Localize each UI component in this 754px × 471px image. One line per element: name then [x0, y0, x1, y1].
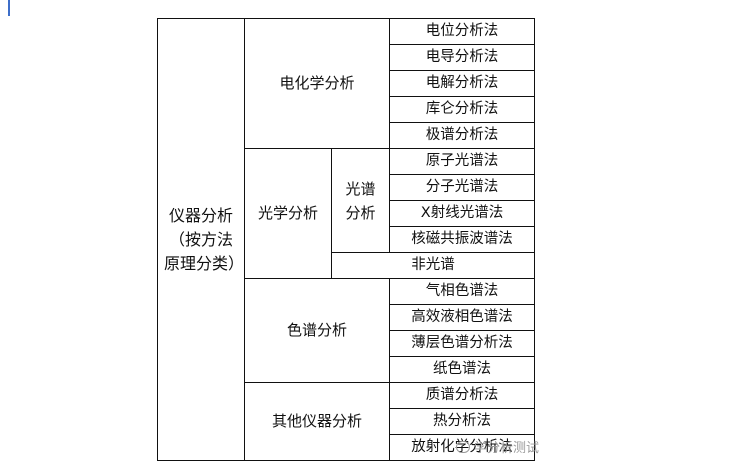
non-spectral-cell: 非光谱: [331, 252, 535, 279]
root-cell: 仪器分析（按方法原理分类）: [157, 18, 245, 461]
chromatography-cell: 色谱分析: [244, 278, 390, 383]
method-label: 纸色谱法: [433, 361, 491, 378]
method-label: 电解分析法: [425, 75, 499, 92]
electrochem-label: 电化学分析: [279, 73, 355, 92]
method-cell: 质谱分析法: [389, 382, 535, 409]
method-label: 质谱分析法: [425, 387, 499, 404]
method-cell: 库仑分析法: [389, 96, 535, 123]
non-spectral-label: 非光谱: [411, 257, 455, 274]
method-label: 库仑分析法: [425, 101, 499, 118]
method-cell: 极谱分析法: [389, 122, 535, 149]
classification-table: 仪器分析（按方法原理分类） 电化学分析 电位分析法 电导分析法 电解分析法 库仑…: [157, 18, 535, 461]
method-label: 气相色谱法: [425, 283, 499, 300]
other-cell: 其他仪器分析: [244, 382, 390, 461]
method-label: 原子光谱法: [425, 153, 499, 170]
other-label: 其他仪器分析: [271, 411, 362, 430]
method-label: 分子光谱法: [425, 179, 499, 196]
method-label: 电位分析法: [425, 23, 499, 40]
method-cell: 高效液相色谱法: [389, 304, 535, 331]
method-cell: 分子光谱法: [389, 174, 535, 201]
spectral-label: 光谱分析: [345, 179, 376, 222]
watermark: 学分析测试: [456, 437, 539, 456]
optical-label: 光学分析: [257, 203, 318, 222]
method-cell: 电解分析法: [389, 70, 535, 97]
method-cell: 电位分析法: [389, 18, 535, 45]
method-cell: 放射化学分析法: [389, 434, 535, 461]
method-label: 极谱分析法: [425, 127, 499, 144]
method-cell: X射线光谱法: [389, 200, 535, 227]
method-cell: 核磁共振波谱法: [389, 226, 535, 253]
method-label: 薄层色谱分析法: [411, 335, 513, 352]
spectral-cell: 光谱分析: [331, 148, 390, 253]
method-label: 高效液相色谱法: [411, 309, 513, 326]
chromatography-label: 色谱分析: [286, 320, 347, 339]
root-label: 仪器分析（按方法原理分类）: [164, 205, 245, 273]
method-label: 核磁共振波谱法: [411, 231, 513, 248]
method-label: 放射化学分析法: [411, 439, 513, 456]
method-cell: 薄层色谱分析法: [389, 330, 535, 357]
method-label: X射线光谱法: [420, 205, 504, 222]
method-cell: 电导分析法: [389, 44, 535, 71]
method-label: 电导分析法: [425, 49, 499, 66]
method-cell: 气相色谱法: [389, 278, 535, 305]
corner-mark: [8, 0, 10, 16]
method-label: 热分析法: [433, 413, 491, 430]
method-cell: 原子光谱法: [389, 148, 535, 175]
watermark-text: 学分析测试: [474, 441, 540, 456]
method-cell: 热分析法: [389, 408, 535, 435]
wechat-logo-icon: [456, 440, 470, 453]
electrochem-cell: 电化学分析: [244, 18, 390, 149]
method-cell: 纸色谱法: [389, 356, 535, 383]
optical-cell: 光学分析: [244, 148, 332, 279]
